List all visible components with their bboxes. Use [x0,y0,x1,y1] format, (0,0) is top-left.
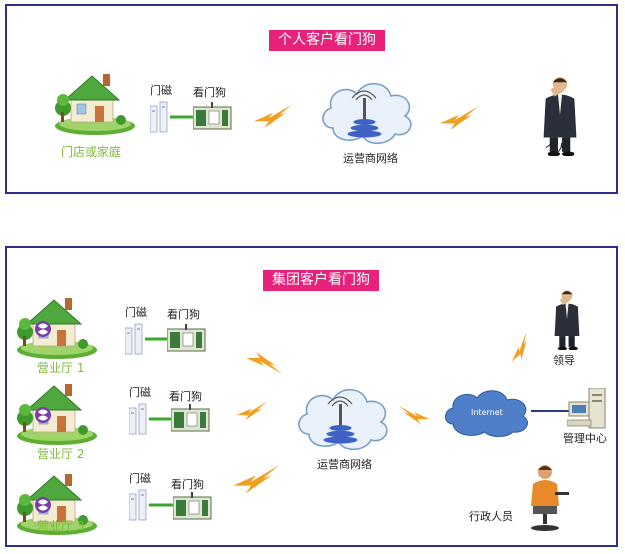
connector-line [145,337,169,341]
watchdog-label: 看门狗 [167,308,200,321]
businessman-phone-icon [554,290,580,350]
connector-line [149,503,173,507]
management-center-label: 管理中心 [563,432,607,445]
office-worker-icon [531,465,569,531]
person-label: 个人 [545,142,567,155]
china-mobile-logo-icon [35,407,51,423]
cloud-icon [322,82,412,145]
site-label: 营业厅 2 [37,447,85,461]
group-customer-panel: 集团客户看门狗 营业厅 1 门磁 看门狗 营业厅 2 门磁 看门狗 营业厅 3 … [5,246,618,547]
lightning-icon [233,465,279,494]
connector-line [170,115,194,119]
server-computer-icon [567,388,606,429]
personal-customer-panel: 个人客户看门狗 门店或家庭 门磁 看门狗 运营商网络 个人 [5,4,618,194]
lightning-icon [398,405,430,425]
door-sensor-label: 门磁 [129,386,151,399]
lightning-icon [439,106,479,130]
china-mobile-logo-icon [35,321,51,337]
lightning-icon [236,401,268,421]
admin-staff-label: 行政人员 [469,510,513,523]
door-sensor-icon [150,101,168,133]
house-icon [17,297,98,360]
watchdog-label: 看门狗 [171,478,204,491]
panel-title: 个人客户看门狗 [269,30,385,51]
door-sensor-label: 门磁 [150,84,172,97]
internet-cloud-icon [445,390,528,437]
door-sensor-icon [125,323,143,355]
watchdog-label: 看门狗 [169,390,202,403]
lightning-icon [253,104,293,128]
panel-title: 集团客户看门狗 [263,270,379,291]
connector-line [531,410,571,412]
door-sensor-label: 门磁 [125,306,147,319]
lightning-icon [246,352,282,374]
watchdog-device-icon [173,492,212,520]
connector-line [149,417,173,421]
network-label: 运营商网络 [317,458,372,471]
door-sensor-icon [129,489,147,521]
site-label: 营业厅 3 [37,519,85,533]
cloud-icon [298,388,388,451]
site-label: 营业厅 1 [37,361,85,375]
door-sensor-icon [129,403,147,435]
lightning-icon [505,331,535,366]
watchdog-device-icon [171,404,210,432]
china-mobile-logo-icon [35,497,51,513]
watchdog-label: 看门狗 [193,86,226,99]
internet-label: Internet [471,408,503,417]
door-sensor-label: 门磁 [129,472,151,485]
watchdog-device-icon [167,324,206,352]
house-icon [17,383,98,446]
watchdog-device-icon [193,102,232,130]
leader-label: 领导 [553,354,575,367]
network-label: 运营商网络 [343,152,398,165]
home-label: 门店或家庭 [61,145,122,159]
house-icon [55,73,136,136]
